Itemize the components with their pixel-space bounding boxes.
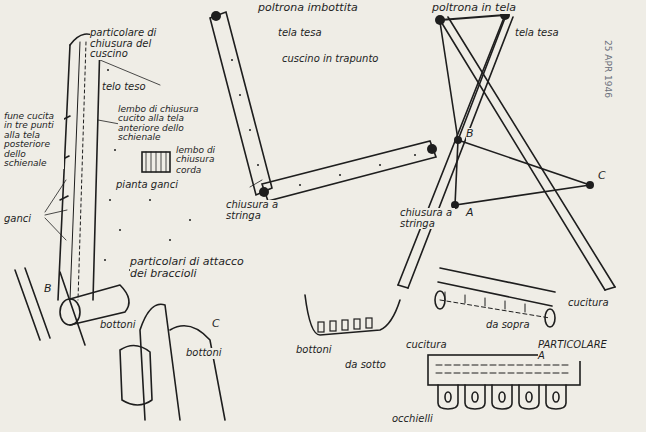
annotation-label: chiusura a stringa <box>400 208 455 229</box>
annotation-label: poltrona in tela <box>432 2 516 14</box>
annotation-label: 25 APR 1946 <box>603 40 612 98</box>
annotation-label: lembo di chiusura cucito alla tela anter… <box>118 105 200 143</box>
annotation-label: C <box>598 170 606 182</box>
annotation-label: cuscino in trapunto <box>282 54 378 65</box>
annotation-label: B <box>466 128 474 140</box>
annotation-label: bottoni <box>100 320 136 331</box>
annotation-label: da sotto <box>345 360 386 371</box>
annotation-label: ganci <box>4 214 31 225</box>
annotation-label: A <box>466 207 474 219</box>
annotation-label: da sopra <box>486 320 530 331</box>
annotation-label: occhielli <box>392 414 433 425</box>
annotation-label: cucitura <box>568 298 609 309</box>
annotation-label: poltrona imbottita <box>258 2 358 14</box>
annotation-label: tela tesa <box>515 28 559 39</box>
annotation-label: lembo di chiusura <box>176 146 226 165</box>
annotation-label: pianta ganci <box>116 180 178 191</box>
annotation-label: corda <box>176 166 201 175</box>
annotation-label: chiusura a stringa <box>226 200 288 221</box>
annotation-label: bottoni <box>296 345 332 356</box>
annotation-label: fune cucita in tre punti alla tela poste… <box>4 112 64 169</box>
annotation-label: tela tesa <box>278 28 322 39</box>
annotation-label: particolari di attacco dei braccioli <box>130 256 250 279</box>
annotation-label: particolare di chiusura del cuscino <box>90 28 160 60</box>
annotation-label: C <box>212 318 220 330</box>
annotation-label: PARTICOLARE A <box>538 340 608 361</box>
annotation-label: bottoni <box>186 348 222 359</box>
annotation-label: telo teso <box>102 82 146 93</box>
annotation-label: B <box>44 283 52 295</box>
annotation-label: cucitura <box>406 340 447 351</box>
